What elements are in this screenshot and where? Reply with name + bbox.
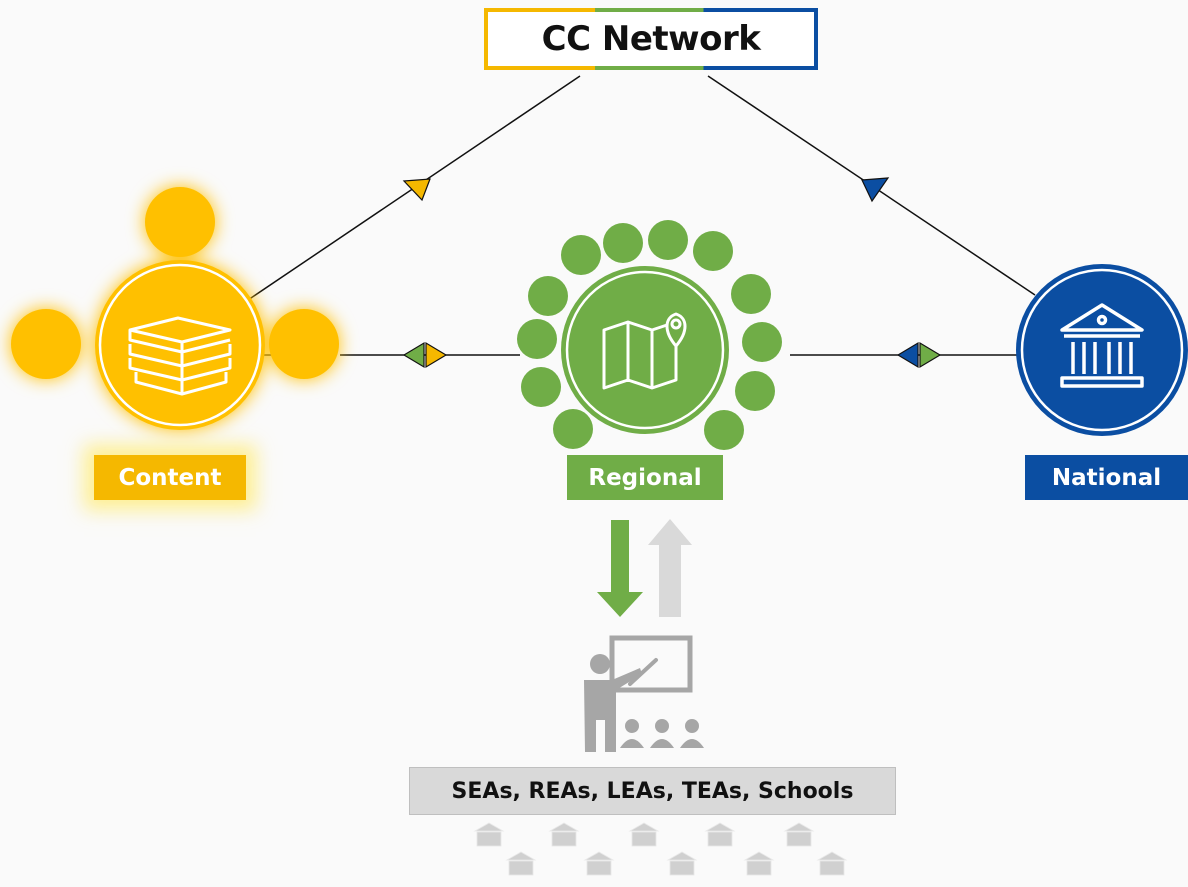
content-arrow-marker: [402, 178, 431, 202]
regional-national-markers: [896, 341, 942, 369]
content-satellite-top: [145, 187, 215, 257]
regional-satellite: [742, 322, 782, 362]
regional-satellite: [731, 274, 771, 314]
national-label: National: [1025, 455, 1188, 500]
regional-satellite: [603, 223, 643, 263]
national-node: [1016, 264, 1188, 436]
regional-satellite: [561, 235, 601, 275]
government-building-icon: [1060, 303, 1144, 388]
national-arrow-marker: [861, 177, 890, 203]
regional-satellite: [648, 220, 688, 260]
regional-label: Regional: [567, 455, 723, 500]
regional-satellite: [553, 409, 593, 449]
content-node: [11, 187, 339, 430]
school-building-icon: [743, 851, 775, 876]
regional-satellite: [517, 319, 557, 359]
content-satellite-right: [269, 309, 339, 379]
cc-network-title-box: CC Network: [484, 8, 818, 70]
up-arrow: [648, 519, 692, 617]
school-building-icon: [816, 851, 848, 876]
content-regional-markers: [402, 341, 448, 369]
cc-network-title: CC Network: [541, 19, 761, 59]
stakeholders-label: SEAs, REAs, LEAs, TEAs, Schools: [409, 767, 896, 815]
school-building-icon: [628, 822, 660, 847]
regional-node: [517, 220, 782, 450]
teacher-presentation-icon: [584, 635, 704, 752]
school-buildings: [473, 822, 848, 876]
regional-satellite: [704, 410, 744, 450]
content-satellite-left: [11, 309, 81, 379]
school-building-icon: [666, 851, 698, 876]
regional-satellite: [528, 276, 568, 316]
school-building-icon: [505, 851, 537, 876]
regional-satellite: [521, 367, 561, 407]
school-building-icon: [783, 822, 815, 847]
school-building-icon: [473, 822, 505, 847]
school-building-icon: [583, 851, 615, 876]
content-label: Content: [94, 455, 246, 500]
regional-satellite: [693, 231, 733, 271]
school-building-icon: [704, 822, 736, 847]
down-arrow: [597, 520, 643, 617]
books-icon: [128, 316, 232, 396]
regional-satellite: [735, 371, 775, 411]
school-building-icon: [548, 822, 580, 847]
map-pin-icon: [602, 312, 687, 390]
